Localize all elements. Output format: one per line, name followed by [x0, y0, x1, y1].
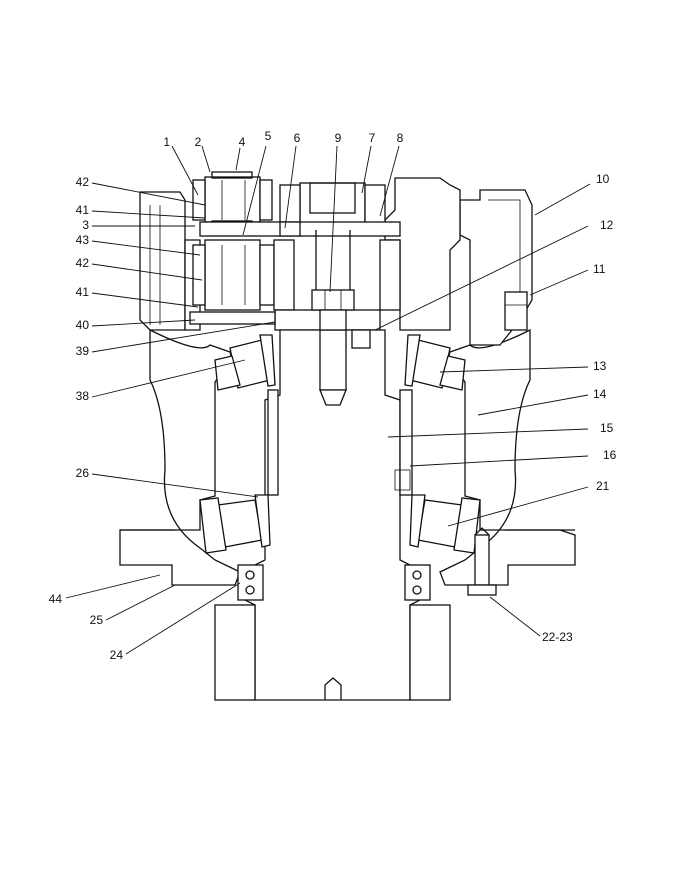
sun-gear [279, 182, 386, 229]
lower-bearing-right [409, 494, 481, 554]
callout-6: 6 [294, 131, 301, 145]
leader-lines [65, 145, 591, 655]
lower-bearing-left [199, 494, 271, 554]
callout-40: 40 [76, 318, 90, 332]
upper-bearing-right [404, 334, 466, 391]
callout-15: 15 [600, 421, 614, 435]
callout-7: 7 [369, 131, 376, 145]
callout-14: 14 [593, 387, 607, 401]
callout-12: 12 [600, 218, 614, 232]
callout-1: 1 [163, 135, 170, 149]
callout-labels: 1 2 4 5 6 9 7 8 10 42 41 3 43 42 41 40 3… [49, 129, 617, 662]
callout-8: 8 [397, 131, 404, 145]
callout-16: 16 [603, 448, 617, 462]
callout-5: 5 [265, 129, 272, 143]
callout-2: 2 [195, 135, 202, 149]
callout-3: 3 [82, 218, 89, 232]
callout-25: 25 [90, 613, 104, 627]
callout-42-lower: 42 [76, 256, 90, 270]
pin-12 [351, 329, 371, 349]
upper-bearing-left [214, 334, 276, 391]
plug-11 [504, 291, 528, 331]
seal-left [237, 564, 264, 601]
callout-41-upper: 41 [76, 203, 90, 217]
callout-41-lower: 41 [76, 285, 90, 299]
callout-22-23: 22-23 [542, 630, 573, 644]
callout-13: 13 [593, 359, 607, 373]
seal-right [404, 564, 431, 601]
callout-38: 38 [76, 389, 90, 403]
callout-4: 4 [239, 135, 246, 149]
planet-gear-lower [192, 239, 401, 311]
callout-10: 10 [596, 172, 610, 186]
planet-gear-upper [192, 171, 273, 228]
callout-44: 44 [49, 592, 63, 606]
callout-11: 11 [593, 262, 606, 276]
callout-21: 21 [596, 479, 610, 493]
callout-26: 26 [76, 466, 90, 480]
callout-42-upper: 42 [76, 175, 90, 189]
center-bolt [311, 230, 355, 406]
flange-bolt [467, 527, 497, 596]
callout-39: 39 [76, 344, 90, 358]
callout-9: 9 [335, 131, 342, 145]
callout-43: 43 [76, 233, 90, 247]
callout-24: 24 [110, 648, 124, 662]
